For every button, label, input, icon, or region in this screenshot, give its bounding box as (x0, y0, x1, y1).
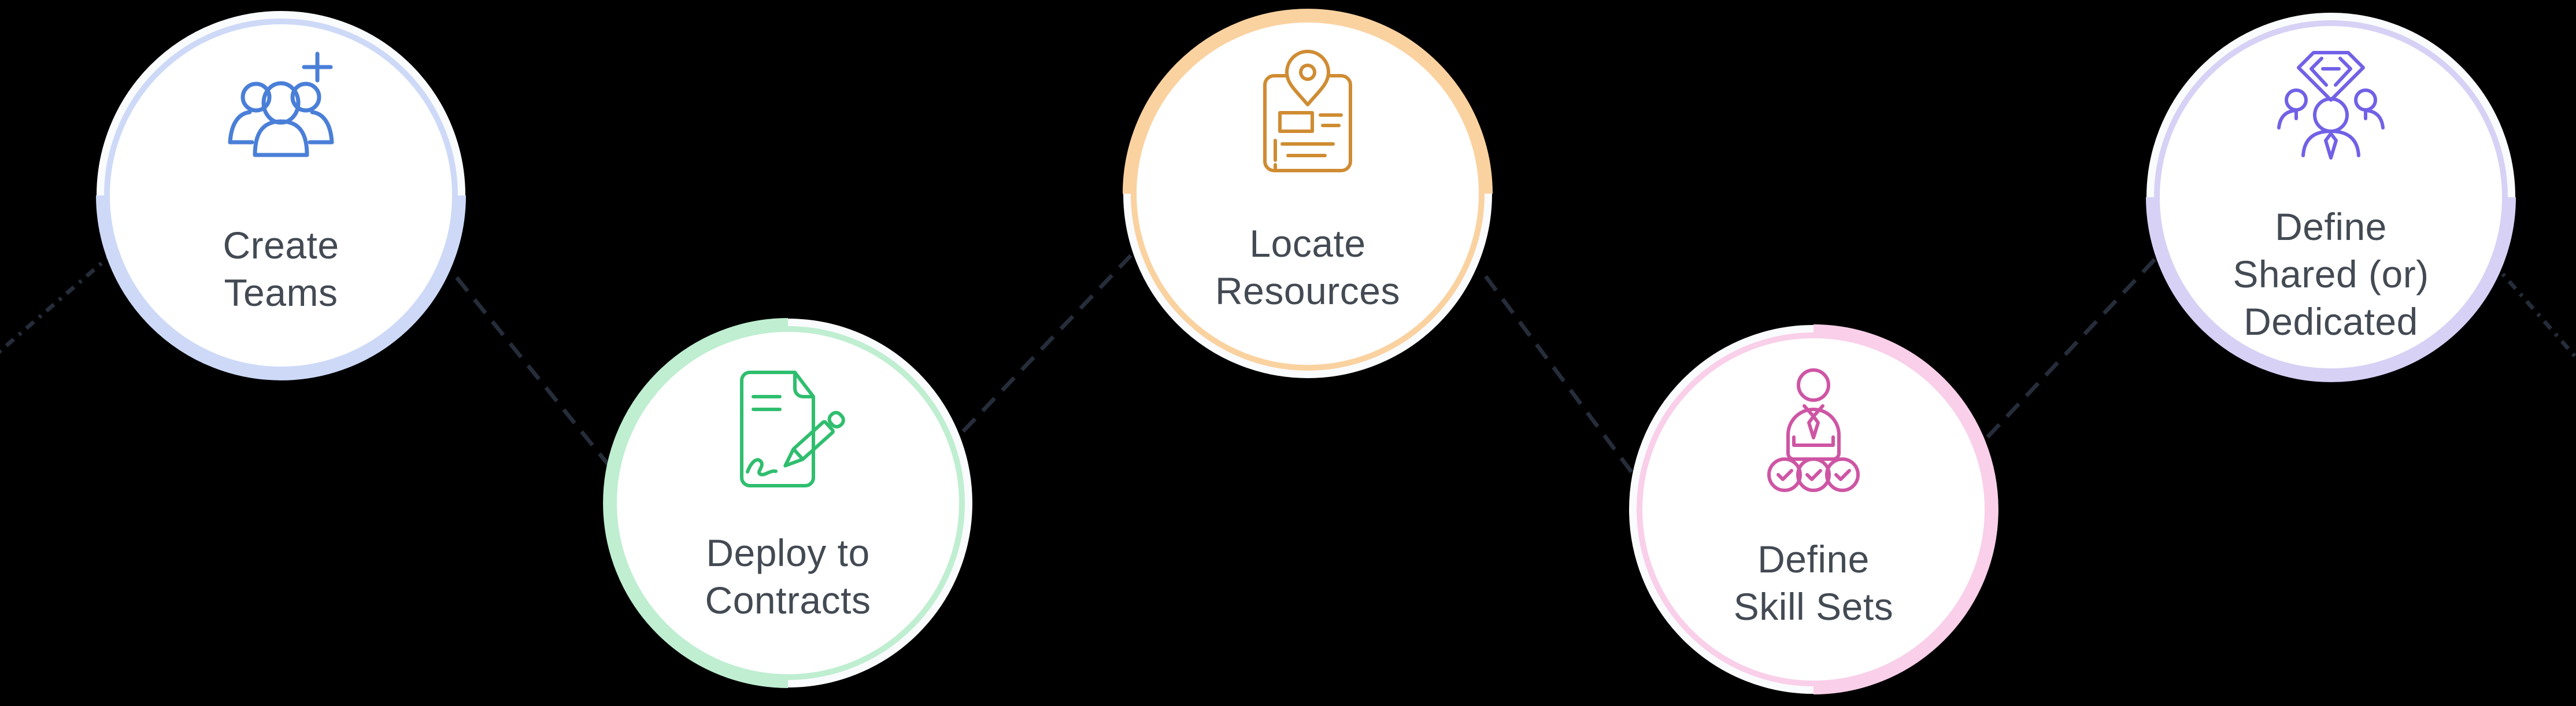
ring-accent-arc (603, 318, 789, 688)
step-node-deploy-contracts: Deploy to Contracts (591, 306, 984, 700)
ring-accent-arc (96, 195, 466, 380)
ring-accent-arc (1813, 324, 1998, 694)
step-label: Define Shared (or) Dedicated (2233, 205, 2429, 343)
step-label: Create Teams (223, 224, 339, 314)
step-node-define-skill-sets: Define Skill Sets (1617, 313, 2010, 706)
team-add-icon (228, 51, 334, 157)
ring-thin (1131, 17, 1485, 371)
node-ring (1123, 9, 1493, 378)
connector-layer (0, 242, 2576, 487)
ring-accent-arc (1123, 9, 1493, 194)
ring-color-group (2146, 20, 2516, 382)
ring-thin (1637, 332, 1990, 686)
edge-connector-left (0, 242, 125, 354)
ring-white-arc (97, 11, 465, 196)
node-ring (2146, 13, 2516, 382)
ring-color-group (1123, 9, 1493, 371)
ring-thin (611, 326, 965, 680)
team-diamond-icon (2277, 51, 2385, 160)
connector-dashed-line (1484, 275, 1644, 487)
node-ring (96, 11, 466, 380)
step-node-create-teams: Create Teams (84, 0, 478, 392)
connector-dashed-line (455, 276, 621, 480)
ring-thin (104, 19, 458, 372)
connector-dashed-line (961, 254, 1132, 433)
ring-color-group (96, 19, 466, 380)
person-checklist-icon (1767, 368, 1860, 492)
node-ring (1629, 324, 1998, 694)
connector-dashed-line (1986, 257, 2157, 439)
ring-accent-arc (2146, 197, 2516, 382)
ring-white-arc (787, 319, 972, 687)
ring-white-arc (2146, 13, 2515, 198)
step-label: Deploy to Contracts (705, 531, 871, 622)
contract-sign-icon (740, 371, 845, 487)
step-node-define-shared-dedicated: Define Shared (or) Dedicated (2134, 1, 2527, 394)
step-node-locate-resources: Locate Resources (1111, 0, 1504, 390)
edge-connector-right (2490, 260, 2576, 361)
ring-color-group (1637, 324, 1998, 694)
ring-white-arc (1629, 325, 1814, 694)
ring-color-group (603, 318, 965, 688)
ring-white-arc (1123, 193, 1492, 378)
clipboard-location-icon (1263, 50, 1352, 172)
step-label: Locate Resources (1215, 222, 1400, 312)
step-label: Define Skill Sets (1733, 538, 1894, 628)
ring-thin (2154, 20, 2508, 374)
node-ring (603, 318, 972, 688)
connector-group (0, 242, 2576, 487)
